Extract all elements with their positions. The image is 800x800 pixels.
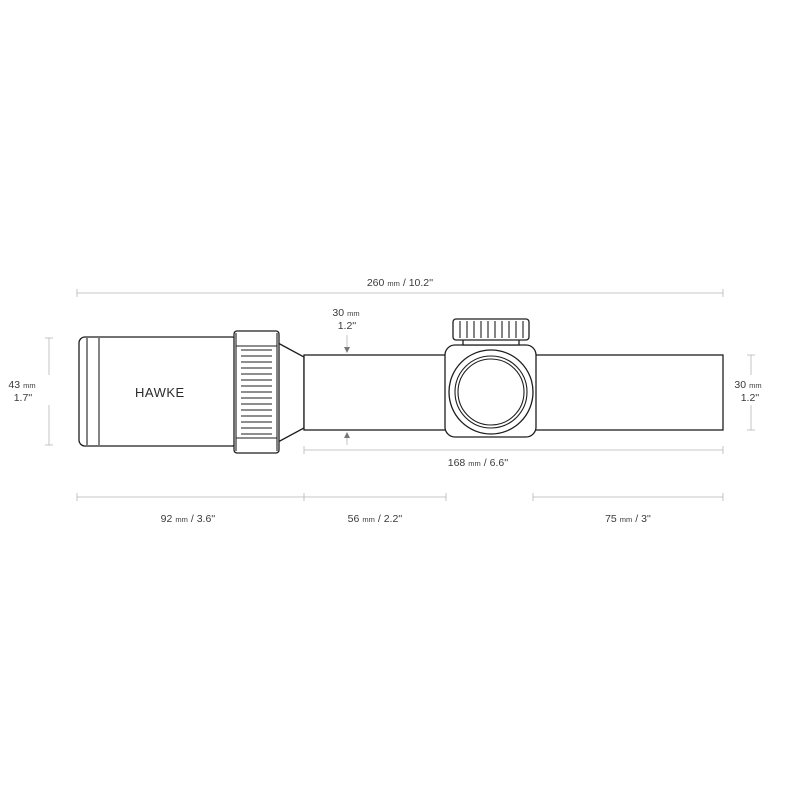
magnification-ring [233,330,280,454]
hawke-logo: HAWKE [135,385,185,400]
svg-text:1.2'': 1.2'' [741,392,760,404]
windage-turret [448,349,534,435]
objective-taper [277,341,305,444]
svg-text:1.2'': 1.2'' [338,320,357,332]
riflescope-outline: HAWKE [78,318,724,454]
elevation-turret [452,318,530,346]
svg-text:1.7'': 1.7'' [14,392,33,404]
